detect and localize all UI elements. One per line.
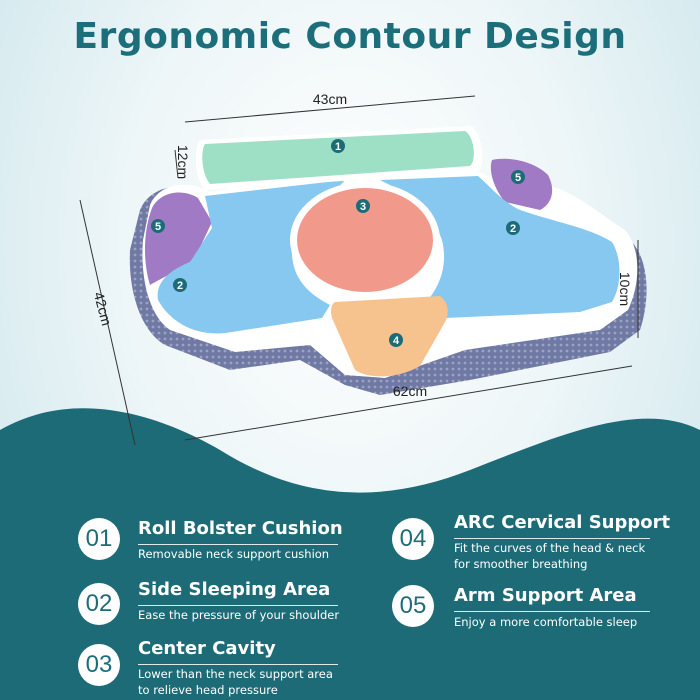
feature-title: Roll Bolster Cushion — [138, 518, 343, 539]
zone-center-fill — [297, 188, 433, 292]
page-title: Ergonomic Contour Design — [73, 16, 627, 57]
feature-number: 01 — [78, 518, 120, 560]
feature-title: ARC Cervical Support — [454, 512, 671, 533]
dim-width-bottom: 62cm — [393, 383, 427, 399]
zone-arm-right — [490, 158, 553, 210]
zone-arc — [331, 296, 448, 377]
feature-title: Arm Support Area — [454, 585, 637, 606]
feature-number: 04 — [392, 518, 434, 560]
feature-number: 02 — [78, 583, 120, 625]
dimension-lines — [79, 95, 639, 446]
feature-desc: Removable neck support cushion — [138, 547, 330, 561]
marker-arm-left: 5 — [155, 221, 161, 233]
feature-divider — [138, 605, 338, 606]
feature-desc: Enjoy a more comfortable sleep — [454, 615, 638, 629]
feature-divider — [138, 544, 338, 545]
feature-desc-line: to relieve head pressure — [138, 683, 278, 697]
zone-bolster-fill — [202, 131, 474, 184]
feature-desc-line: Lower than the neck support area — [138, 667, 333, 681]
zone-markers: 1 2 2 3 4 5 5 — [151, 139, 525, 347]
dim-bolster-height: 12cm — [175, 145, 191, 179]
feature-number: 03 — [78, 644, 120, 686]
dim-height-right: 10cm — [617, 272, 633, 306]
marker-side-right: 2 — [510, 223, 516, 235]
feature-desc-line: for smoother breathing — [454, 557, 588, 571]
marker-arm-right: 5 — [515, 172, 521, 184]
feature-divider — [454, 538, 650, 539]
feature-title: Side Sleeping Area — [138, 579, 331, 600]
feature-desc: Lower than the neck support area to reli… — [138, 666, 333, 698]
marker-side-left: 2 — [177, 280, 183, 292]
dim-depth-left: 42cm — [91, 290, 115, 327]
feature-desc-line: Fit the curves of the head & neck — [454, 541, 646, 555]
wave-background — [0, 408, 700, 700]
feature-divider — [138, 664, 338, 665]
marker-arc: 4 — [393, 335, 400, 347]
zone-arm-left — [144, 192, 212, 285]
marker-center: 3 — [360, 201, 366, 213]
feature-desc: Fit the curves of the head & neck for sm… — [454, 540, 645, 572]
dim-width-top: 43cm — [313, 91, 347, 107]
feature-desc: Ease the pressure of your shoulder — [138, 608, 340, 622]
zone-side-right — [380, 176, 620, 318]
feature-divider — [454, 611, 650, 612]
feature-title: Center Cavity — [138, 638, 276, 659]
feature-number: 05 — [392, 585, 434, 627]
marker-bolster: 1 — [335, 141, 341, 153]
